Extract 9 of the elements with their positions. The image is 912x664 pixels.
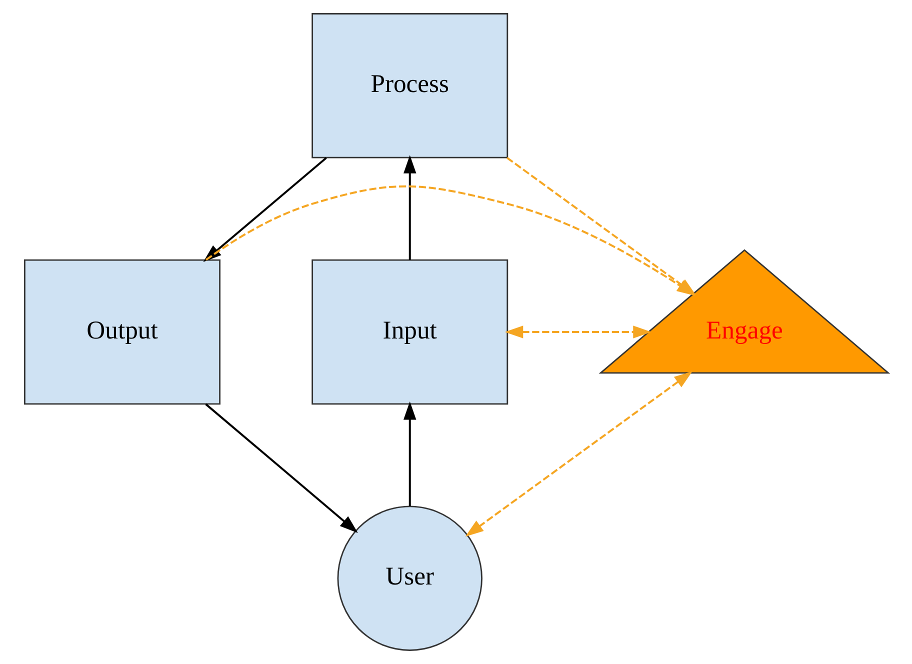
node-box: Input [311,259,508,405]
node-circle: User [336,506,482,651]
node-box: Output [23,259,220,405]
arrow [504,326,651,338]
arrow [402,401,416,506]
arrow [402,155,416,260]
arrow [204,403,358,533]
arrow [464,371,692,537]
node-box: Process [311,13,508,158]
